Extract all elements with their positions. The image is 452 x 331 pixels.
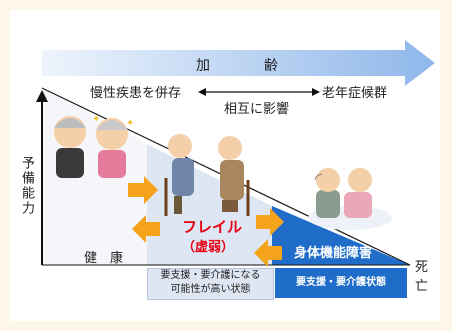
interaction-label: 相互に影響 bbox=[224, 102, 290, 117]
svg-text:✦: ✦ bbox=[126, 118, 134, 129]
geriatric-syndrome-label: 老年症候群 bbox=[322, 86, 388, 101]
y-axis-arrowhead bbox=[36, 90, 48, 102]
disabled-couple-figure bbox=[308, 168, 392, 230]
frail-man-figure bbox=[164, 134, 194, 216]
care-state-box: 要支援・要介護状態 bbox=[275, 268, 407, 298]
frailty-label: フレイル bbox=[182, 218, 243, 236]
frail-care-line1: 要支援・要介護になる bbox=[160, 270, 261, 281]
death-label: 死亡 bbox=[415, 260, 429, 294]
interaction-arrow bbox=[198, 88, 320, 96]
disability-label: 身体機能障害 bbox=[294, 246, 373, 261]
arrow-frail-to-healthy bbox=[132, 215, 160, 243]
frail-care-box: 要支援・要介護になる 可能性が高い状態 bbox=[147, 268, 274, 300]
arrow-disab-to-frail bbox=[254, 239, 282, 267]
diagram-frame: ✦ ✦ 加 齢 慢性疾患を併存 老年症候群 相互に影響 bbox=[10, 10, 440, 321]
disability-region bbox=[272, 206, 410, 265]
aging-arrow bbox=[42, 40, 435, 86]
frail-woman-figure bbox=[218, 136, 250, 216]
chronic-disease-label: 慢性疾患を併存 bbox=[90, 86, 182, 101]
arrow-frail-to-disab bbox=[256, 208, 284, 236]
frail-care-line2: 可能性が高い状態 bbox=[170, 284, 251, 295]
y-axis-label: 予備能力 bbox=[19, 156, 34, 216]
frailty-sub-label: （虚弱） bbox=[182, 240, 235, 255]
healthy-label: 健 康 bbox=[84, 251, 124, 266]
arrow-healthy-to-frail bbox=[128, 176, 158, 204]
aging-label: 加 齢 bbox=[196, 58, 298, 74]
healthy-woman-figure: ✦ ✦ bbox=[92, 114, 134, 178]
svg-text:✦: ✦ bbox=[92, 114, 100, 125]
healthy-man-figure bbox=[54, 116, 86, 178]
people-illustration: ✦ ✦ bbox=[54, 114, 392, 230]
